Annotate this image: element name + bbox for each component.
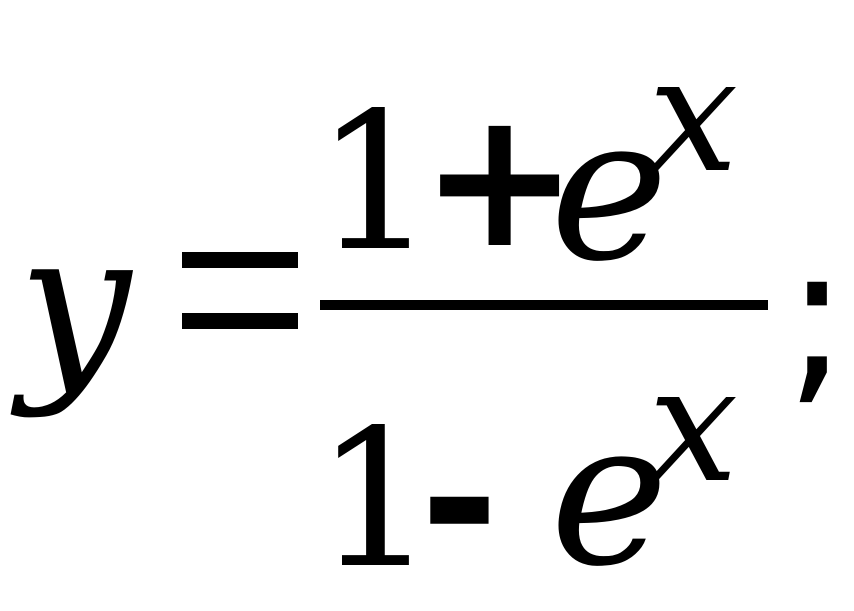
fraction-bar — [320, 300, 768, 310]
denominator-exponent: x — [648, 331, 739, 518]
denominator-constant: 1 — [315, 389, 436, 610]
denominator-base: e — [550, 378, 669, 611]
numerator-base: e — [550, 73, 669, 306]
equation: y 1 + e x 1 - e x ; — [18, 21, 850, 595]
equals-sign — [182, 252, 300, 332]
numerator-operator: + — [420, 69, 580, 290]
variable-y: y — [18, 188, 131, 421]
numerator-exponent: x — [648, 21, 739, 208]
denominator-operator: - — [420, 389, 499, 610]
numerator-constant: 1 — [315, 72, 436, 293]
equals-bottom-bar — [182, 313, 298, 329]
equals-top-bar — [182, 252, 298, 268]
semicolon: ; — [785, 204, 850, 425]
